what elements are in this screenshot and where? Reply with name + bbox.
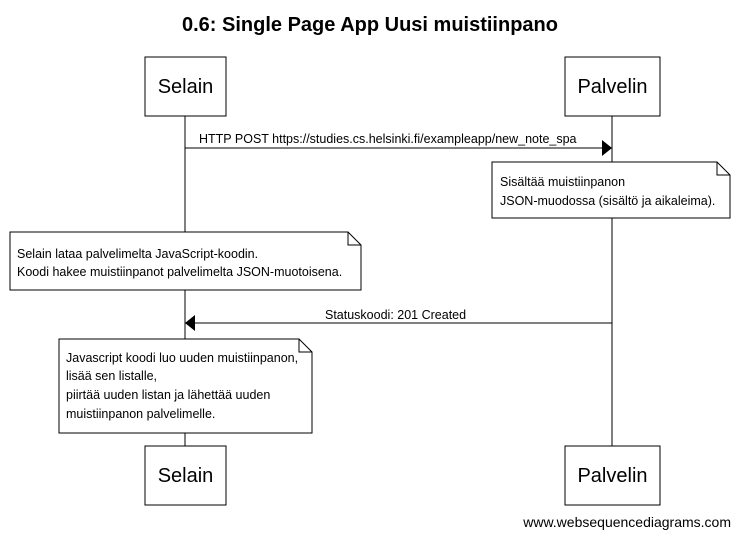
browser-actor-bottom: Selain xyxy=(144,445,227,506)
note-line: JSON-muodossa (sisältö ja aikaleima). xyxy=(500,194,715,208)
diagram-title: 0.6: Single Page App Uusi muistiinpano xyxy=(182,14,558,36)
note-line: lisää sen listalle, xyxy=(66,369,157,383)
message-status-201: Statuskoodi: 201 Created xyxy=(185,308,612,331)
note-line: Selain lataa palvelimelta JavaScript-koo… xyxy=(17,247,258,261)
message-label: HTTP POST https://studies.cs.helsinki.fi… xyxy=(199,132,577,146)
arrow-head-right xyxy=(602,140,612,156)
message-label: Statuskoodi: 201 Created xyxy=(325,308,466,322)
server-actor-top: Palvelin xyxy=(564,56,661,117)
note-browser-renders-note: Javascript koodi luo uuden muistiinpanon… xyxy=(58,338,313,434)
browser-actor-label: Selain xyxy=(158,465,214,487)
message-post-new-note: HTTP POST https://studies.cs.helsinki.fi… xyxy=(185,132,612,156)
note-server-json: Sisältää muistiinpanon JSON-muodossa (si… xyxy=(491,161,731,219)
footer-watermark: www.websequencediagrams.com xyxy=(522,514,731,530)
server-actor-label: Palvelin xyxy=(577,465,647,487)
note-line: Sisältää muistiinpanon xyxy=(500,175,625,189)
browser-actor-label: Selain xyxy=(158,76,214,98)
server-actor-bottom: Palvelin xyxy=(564,445,661,506)
note-line: piirtää uuden listan ja lähettää uuden xyxy=(66,388,270,402)
server-actor-label: Palvelin xyxy=(577,76,647,98)
note-browser-loads-js: Selain lataa palvelimelta JavaScript-koo… xyxy=(9,231,362,291)
note-line: Javascript koodi luo uuden muistiinpanon… xyxy=(66,351,298,365)
browser-actor-top: Selain xyxy=(144,56,227,117)
arrow-head-left xyxy=(185,315,195,331)
note-line: Koodi hakee muistiinpanot palvelimelta J… xyxy=(17,265,342,279)
note-line: muistiinpanon palvelimelle. xyxy=(66,407,215,421)
